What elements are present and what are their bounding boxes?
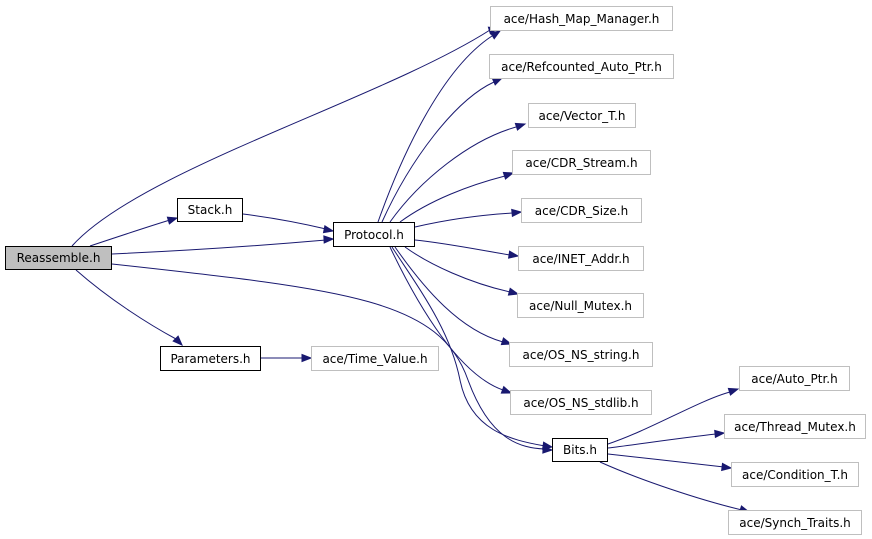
node-stack[interactable]: Stack.h: [177, 198, 243, 222]
node-reassemble[interactable]: Reassemble.h: [5, 246, 112, 270]
arrowhead-reassemble-to-stack: [166, 216, 179, 225]
edge-protocol-to-bits: [391, 246, 546, 447]
node-protocol[interactable]: Protocol.h: [333, 222, 415, 247]
edge-bits-to-thread_mutex: [607, 433, 717, 449]
arrowhead-reassemble-to-protocol: [323, 235, 335, 244]
edge-reassemble-to-protocol: [111, 239, 327, 255]
arrowhead-protocol-to-bits: [541, 441, 554, 450]
edge-protocol-to-os_ns_string: [394, 246, 504, 343]
node-os-ns-stdlib[interactable]: ace/OS_NS_stdlib.h: [510, 390, 652, 415]
node-refcounted-auto-ptr[interactable]: ace/Refcounted_Auto_Ptr.h: [489, 54, 674, 79]
edge-bits-to-auto_ptr: [607, 391, 731, 445]
edge-stack-to-protocol: [242, 213, 327, 230]
arrowhead-bits-to-thread_mutex: [714, 429, 726, 439]
edge-protocol-to-os_ns_stdlib: [389, 246, 504, 391]
arrowhead-bits-to-auto_ptr: [727, 387, 740, 396]
edge-protocol-to-cdr_size: [414, 212, 514, 228]
node-hash-map-manager[interactable]: ace/Hash_Map_Manager.h: [490, 6, 673, 31]
node-inet-addr[interactable]: ace/INET_Addr.h: [518, 246, 644, 271]
arrowhead-protocol-to-cdr_stream: [502, 171, 515, 180]
node-os-ns-string[interactable]: ace/OS_NS_string.h: [509, 342, 653, 367]
node-time-value[interactable]: ace/Time_Value.h: [311, 346, 439, 371]
node-null-mutex[interactable]: ace/Null_Mutex.h: [517, 293, 644, 318]
arrowhead-protocol-to-cdr_size: [511, 208, 523, 218]
arrowhead-protocol-to-vector_t: [514, 122, 527, 131]
node-vector-t[interactable]: ace/Vector_T.h: [528, 103, 636, 128]
arrowhead-protocol-to-hash_map_manager: [489, 30, 502, 40]
node-cdr-size[interactable]: ace/CDR_Size.h: [521, 198, 642, 223]
node-auto-ptr[interactable]: ace/Auto_Ptr.h: [739, 366, 850, 391]
edge-bits-to-condition_t: [607, 453, 725, 468]
arrowhead-reassemble-to-parameters: [172, 335, 183, 346]
edge-bits-to-synch_traits: [599, 461, 743, 511]
edge-reassemble-to-parameters: [75, 269, 177, 340]
arrowhead-protocol-to-inet_addr: [507, 250, 520, 259]
node-bits[interactable]: Bits.h: [552, 438, 608, 462]
edge-reassemble-to-hash_map_manager: [71, 29, 491, 247]
edge-protocol-to-inet_addr: [414, 239, 511, 256]
node-synch-traits[interactable]: ace/Synch_Traits.h: [728, 510, 862, 535]
arrowhead-protocol-to-refcounted_auto_ptr: [491, 77, 504, 86]
edge-protocol-to-refcounted_auto_ptr: [381, 81, 495, 223]
arrowhead-protocol-to-os_ns_stdlib: [500, 385, 513, 394]
edge-protocol-to-vector_t: [389, 126, 517, 223]
node-parameters[interactable]: Parameters.h: [160, 346, 261, 371]
node-cdr-stream[interactable]: ace/CDR_Stream.h: [512, 150, 651, 175]
edge-protocol-to-null_mutex: [404, 246, 511, 293]
arrowhead-parameters-to-time_value: [301, 353, 313, 363]
node-condition-t[interactable]: ace/Condition_T.h: [731, 462, 859, 487]
arrowhead-protocol-to-null_mutex: [507, 287, 520, 296]
arrowhead-bits-to-condition_t: [721, 462, 733, 472]
edge-protocol-to-cdr_stream: [399, 175, 506, 223]
node-thread-mutex[interactable]: ace/Thread_Mutex.h: [724, 414, 866, 439]
edge-protocol-to-hash_map_manager: [377, 35, 493, 223]
arrowhead-protocol-to-os_ns_string: [500, 337, 513, 346]
arrowhead-stack-to-protocol: [322, 224, 335, 234]
edge-reassemble-to-stack: [89, 219, 171, 247]
